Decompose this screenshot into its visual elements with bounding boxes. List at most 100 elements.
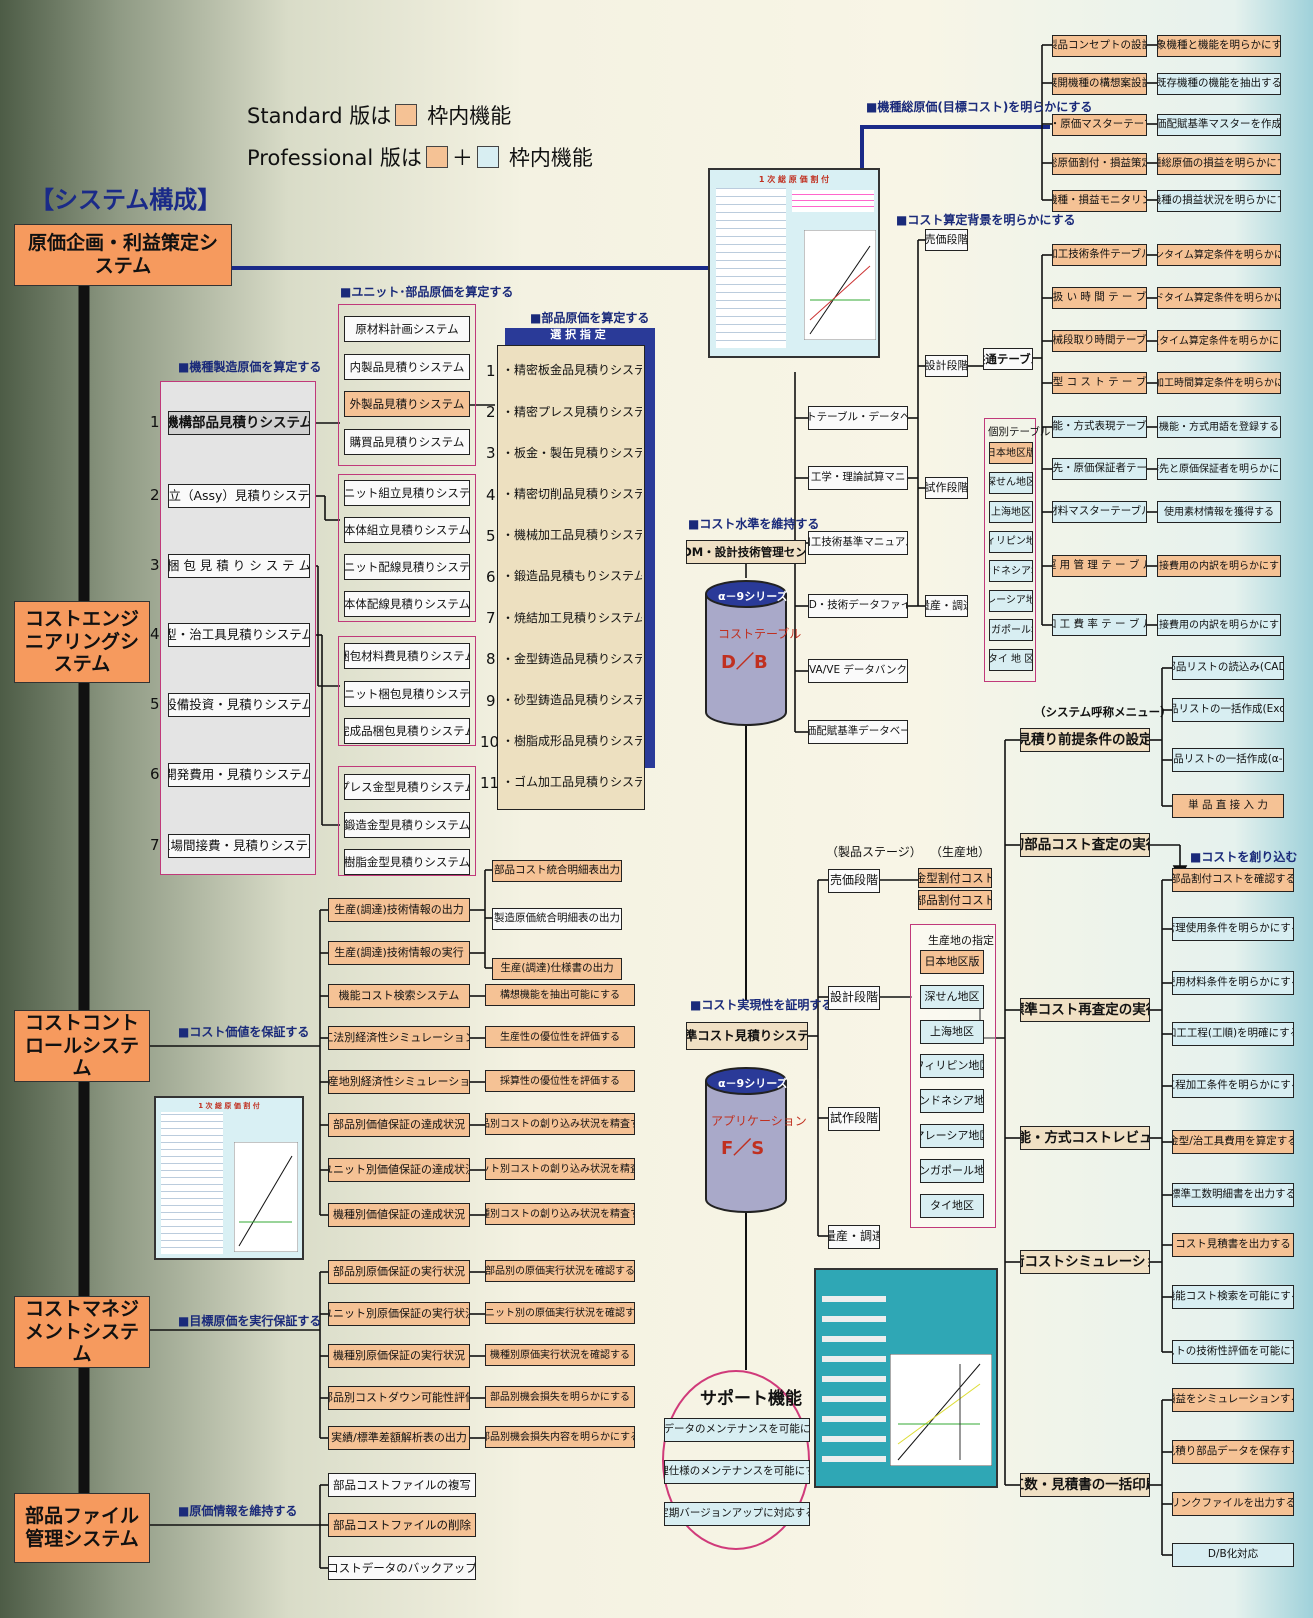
- db-link-item[interactable]: コストテーブル・データベース: [808, 406, 908, 430]
- region-item[interactable]: シンガポール地区: [989, 619, 1033, 641]
- function-cost-review[interactable]: 機能・方式コストレビュー: [1020, 1126, 1150, 1150]
- standard-cost-system[interactable]: 標準コスト見積りシステム: [686, 1022, 808, 1050]
- build-item[interactable]: 工程加工条件を明らかにする: [1172, 1074, 1294, 1098]
- part-item[interactable]: ・樹脂成形品見積りシステム: [500, 729, 642, 755]
- unit-item[interactable]: プレス金型見積りシステム: [344, 774, 470, 800]
- main-system-control[interactable]: コストコントロールシステム: [14, 1010, 150, 1082]
- common-table[interactable]: 共通テーブル: [983, 348, 1033, 370]
- part-item[interactable]: ・板金・製缶見積りシステム: [500, 440, 642, 466]
- production-region-item[interactable]: シンガポール地区: [920, 1159, 984, 1183]
- cost-control-item[interactable]: 機能コスト検索システム: [328, 984, 470, 1008]
- part-item[interactable]: ・金型鋳造品見積りシステム: [500, 646, 642, 672]
- cost-simulation[interactable]: 技術コストシミュレーション: [1020, 1250, 1150, 1274]
- cost-control-item[interactable]: 生産地別経済性シミュレーション: [328, 1070, 470, 1094]
- part-item[interactable]: ・精密板金品見積りシステム: [500, 358, 642, 384]
- machine-item[interactable]: 組立（Assy）見積りシステム: [168, 484, 310, 508]
- cost-control-sub-item[interactable]: 生産(調達)仕様書の出力: [492, 958, 622, 980]
- pdm-center[interactable]: PDM・設計技術管理センタ: [686, 540, 806, 564]
- right-table-item[interactable]: 運 用 管 理 テ ー ブ ル: [1052, 555, 1147, 577]
- build-item[interactable]: コストの技術性評価を可能にする: [1172, 1340, 1294, 1364]
- build-item[interactable]: コスト見積書を出力する: [1172, 1233, 1294, 1257]
- cost-control-item[interactable]: 機種別価値保証の達成状況: [328, 1203, 470, 1227]
- main-system-planning[interactable]: 原価企画・利益策定システム: [14, 224, 232, 286]
- unit-item[interactable]: 原材料計画システム: [344, 316, 470, 342]
- right-table-item[interactable]: 金 型 コ ス ト テ ー ブ ル: [1052, 372, 1147, 394]
- batch-print[interactable]: 工数・見積書の一括印刷: [1020, 1473, 1150, 1497]
- db-link-item[interactable]: VA/VE データバンク: [808, 659, 908, 683]
- unit-item[interactable]: 本体配線見積りシステム: [344, 591, 470, 617]
- file-item[interactable]: 部品コストファイルの複写: [328, 1473, 476, 1497]
- db-link-item[interactable]: 加工技術基準マニュアル: [808, 531, 908, 555]
- initial-cost-check[interactable]: 初部品コスト査定の実行: [1020, 833, 1150, 857]
- mold-alloc-cost[interactable]: 金型割付コスト: [918, 868, 992, 888]
- production-region-item[interactable]: 日本地区版: [920, 950, 984, 974]
- build-item[interactable]: 管理使用条件を明らかにする: [1172, 917, 1294, 941]
- cost-control-item[interactable]: 生産(調達)技術情報の実行: [328, 941, 470, 965]
- production-region-item[interactable]: フィリピン地区: [920, 1054, 984, 1078]
- support-item[interactable]: 管理仕様のメンテナンスを可能にする: [664, 1460, 810, 1484]
- right-table-item[interactable]: 加工技術条件テーブル: [1052, 244, 1147, 266]
- unit-item[interactable]: 本体組立見積りシステム: [344, 517, 470, 543]
- machine-item[interactable]: 工場間接費・見積りシステム: [168, 834, 310, 858]
- target-cost-item[interactable]: 展開機種の構想案設計: [1052, 73, 1147, 95]
- target-cost-item[interactable]: 全機種・損益モニタリング: [1052, 190, 1147, 212]
- print-item[interactable]: 見積り部品データを保存する: [1172, 1440, 1294, 1464]
- production-region-item[interactable]: 深せん地区: [920, 985, 984, 1009]
- cost-management-item[interactable]: 実績/標準差額解析表の出力: [328, 1426, 470, 1450]
- stage-item[interactable]: 売価段階: [925, 229, 968, 251]
- unit-item[interactable]: 樹脂金型見積りシステム: [344, 849, 470, 875]
- unit-item[interactable]: 内製品見積りシステム: [344, 354, 470, 380]
- machine-item[interactable]: 開発費用・見積りシステム: [168, 763, 310, 787]
- condition-item[interactable]: 部品リストの一括作成(α-9): [1172, 748, 1284, 772]
- db-link-item[interactable]: コスト工学・理論試算マニュアル: [808, 466, 908, 490]
- target-cost-item[interactable]: 製品コンセプトの設計: [1052, 35, 1147, 57]
- machine-item[interactable]: 型・治工具見積りシステム: [168, 623, 310, 647]
- region-item[interactable]: 深せん地区: [989, 472, 1033, 494]
- build-item[interactable]: 金型/治工具費用を算定する: [1172, 1130, 1294, 1154]
- unit-item[interactable]: 鍛造金型見積りシステム: [344, 812, 470, 838]
- std-stage-item[interactable]: 試作段階: [828, 1107, 880, 1131]
- right-table-item[interactable]: 製作先・原価保証者テーブル: [1052, 458, 1147, 480]
- print-item[interactable]: D/B化対応: [1172, 1543, 1294, 1567]
- part-item[interactable]: ・焼結加工見積りシステム: [500, 605, 642, 631]
- cost-management-item[interactable]: 機種別原価保証の実行状況: [328, 1344, 470, 1368]
- right-table-item[interactable]: 加 工 費 率 テ ー ブ ル: [1052, 614, 1147, 636]
- std-stage-item[interactable]: 量産・調達: [828, 1225, 880, 1249]
- right-table-item[interactable]: 機械段取り時間テーブル: [1052, 330, 1147, 352]
- file-item[interactable]: 部品コストファイルの削除: [328, 1513, 476, 1537]
- build-item[interactable]: 部品割付コストを確認する: [1172, 868, 1294, 892]
- region-item[interactable]: 上海地区: [989, 501, 1033, 523]
- region-item[interactable]: インドネシア地区: [989, 560, 1033, 582]
- machine-item[interactable]: 梱 包 見 積 り シ ス テ ム: [168, 554, 310, 578]
- standard-recalc[interactable]: 標準コスト再査定の実行: [1020, 998, 1150, 1022]
- print-item[interactable]: 損益をシミュレーションする: [1172, 1388, 1294, 1412]
- production-region-item[interactable]: マレーシア地区: [920, 1124, 984, 1148]
- unit-item[interactable]: ユニット配線見積りシステム: [344, 554, 470, 580]
- cost-control-item[interactable]: 工法別経済性シミュレーション: [328, 1026, 470, 1050]
- part-alloc-cost[interactable]: 部品割付コスト: [918, 890, 992, 910]
- cost-management-item[interactable]: ユニット別原価保証の実行状況: [328, 1302, 470, 1326]
- target-cost-item[interactable]: VD・原価マスターテーブル: [1052, 114, 1147, 136]
- cost-management-item[interactable]: 部品別原価保証の実行状況: [328, 1260, 470, 1284]
- unit-item[interactable]: ユニット組立見積りシステム: [344, 480, 470, 506]
- stage-item[interactable]: 試作段階: [925, 477, 968, 499]
- unit-item[interactable]: 購買品見積りシステム: [344, 429, 470, 455]
- stage-item[interactable]: 設計段階: [925, 355, 968, 377]
- support-item[interactable]: 定期バージョンアップに対応する: [664, 1502, 810, 1526]
- std-stage-item[interactable]: 売価段階: [828, 869, 880, 893]
- machine-item[interactable]: 機構部品見積りシステム: [168, 411, 310, 435]
- unit-item[interactable]: 外製品見積りシステム: [344, 391, 470, 417]
- print-item[interactable]: リンクファイルを出力する: [1172, 1492, 1294, 1516]
- condition-item[interactable]: 単 品 直 接 入 力: [1172, 794, 1284, 818]
- production-region-item[interactable]: インドネシア地区: [920, 1089, 984, 1113]
- condition-setting[interactable]: 見積り前提条件の設定: [1020, 728, 1150, 752]
- condition-item[interactable]: 部品リストの読込み(CAD): [1172, 656, 1284, 680]
- stage-item[interactable]: 量産・調達: [925, 595, 968, 617]
- unit-item[interactable]: 梱包材料費見積りシステム: [344, 643, 470, 669]
- cost-control-sub-item[interactable]: 製造原価統合明細表の出力: [492, 908, 622, 930]
- unit-item[interactable]: ユニット梱包見積りシステム: [344, 681, 470, 707]
- right-table-item[interactable]: 材料マスターテーブル: [1052, 501, 1147, 523]
- build-item[interactable]: 使用材料条件を明らかにする: [1172, 971, 1294, 995]
- region-item[interactable]: マレーシア地区: [989, 590, 1033, 612]
- build-item[interactable]: 加工工程(工順)を明確にする: [1172, 1022, 1294, 1046]
